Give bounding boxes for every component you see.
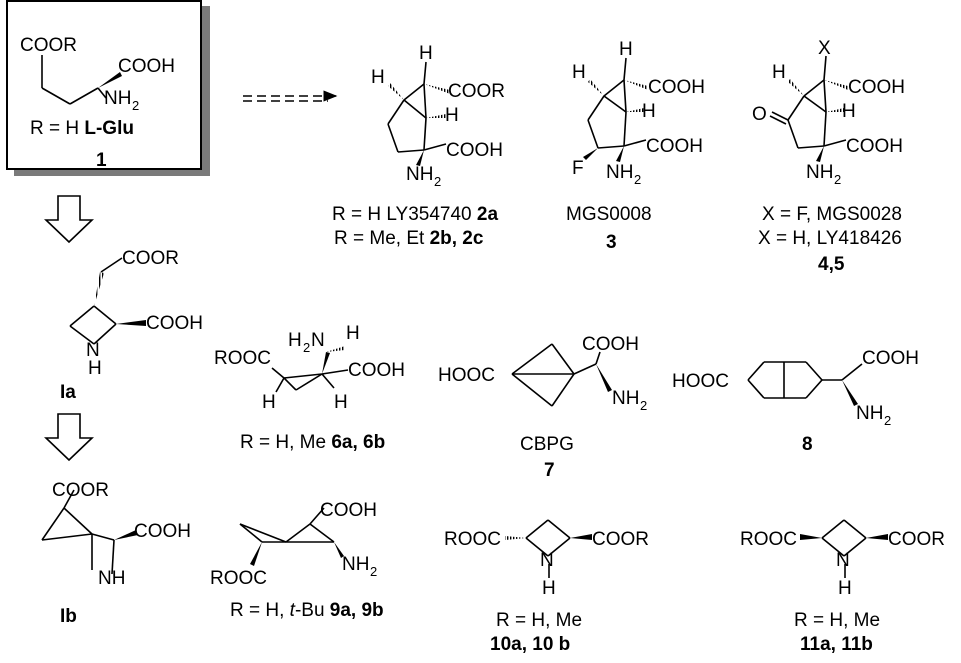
- compound-3-label: H: [572, 62, 586, 83]
- compound-10-label: H: [542, 578, 556, 599]
- compound-11-label: N: [836, 550, 850, 571]
- compound-8-number: 8: [802, 434, 813, 455]
- compound-10-label: N: [540, 550, 554, 571]
- compound-2-label: H: [371, 67, 385, 88]
- compound-9-label: COOH: [320, 500, 377, 521]
- compound-2-subscript: 2: [434, 174, 441, 189]
- compound-7-number: 7: [544, 460, 555, 481]
- compound-11-caption-1: R = H, Me: [794, 610, 881, 631]
- compound-1-subscript: 2: [132, 98, 139, 113]
- compound-10-label: ROOC: [444, 529, 501, 550]
- compound-10-caption-1: R = H, Me: [496, 610, 583, 631]
- compound-11-number: 11a, 11b: [800, 634, 873, 655]
- compound-3-label: COOH: [646, 136, 703, 157]
- compound-Ia-number: Ia: [60, 382, 76, 403]
- compound-2-label: COOR: [448, 81, 505, 102]
- compound-6-caption: R = H, Me 6a, 6b: [240, 432, 386, 453]
- compound-11-label: ROOC: [740, 529, 797, 550]
- dashed-arrow: [243, 90, 338, 102]
- compound-3-label: F: [572, 158, 584, 179]
- compound-8-structure: [747, 361, 863, 406]
- compound-7-label: COOH: [582, 334, 639, 355]
- compound-45-label: COOH: [848, 77, 905, 98]
- compound-3-name: MGS0008: [566, 204, 652, 225]
- compound-11-label: COOR: [888, 529, 945, 550]
- compound-3-label: H: [619, 39, 633, 60]
- compound-2-caption-1: R = H LY354740 2a: [332, 204, 499, 225]
- compound-9-caption: R = H, t-Bu 9a, 9b: [230, 600, 384, 621]
- compound-1-structure: [41, 55, 122, 105]
- compound-Ia-structure: [69, 257, 146, 345]
- compound-6-subscript: 2: [303, 340, 310, 355]
- compound-45-structure: [769, 55, 848, 162]
- compound-Ia-label: N: [86, 340, 100, 361]
- compound-11-label: H: [838, 578, 852, 599]
- compound-1-label: COOR: [20, 35, 77, 56]
- compound-3-structure: [583, 57, 648, 162]
- compound-6-label: H: [334, 392, 348, 413]
- compound-3-subscript: 2: [634, 172, 641, 187]
- compound-1-label: NH: [104, 88, 131, 109]
- compound-8-subscript: 2: [884, 413, 891, 428]
- compound-2-label: H: [445, 105, 459, 126]
- compound-Ib-label: NH: [98, 568, 125, 589]
- compound-7-structure: [511, 343, 612, 407]
- compound-1-caption: R = H L-Glu: [30, 118, 134, 139]
- compound-45-label: NH: [806, 162, 833, 183]
- compound-2-structure: [387, 61, 450, 166]
- compound-45-number: 4,5: [818, 254, 845, 275]
- compound-Ib-structure: [41, 489, 138, 575]
- compound-2-label: NH: [406, 164, 433, 185]
- retro-arrow-1: [44, 195, 94, 244]
- compound-10-label: COOR: [592, 529, 649, 550]
- compound-7-name: CBPG: [520, 434, 574, 455]
- compound-1-label: COOH: [118, 56, 175, 77]
- compound-2-label: H: [419, 43, 433, 64]
- compound-6-label: N: [311, 330, 325, 351]
- compound-45-label: X: [818, 38, 831, 59]
- compound-Ia-label: COOR: [122, 248, 179, 269]
- compound-2-label: COOH: [446, 140, 503, 161]
- compound-10-structure: [505, 519, 592, 578]
- compound-Ia-label: H: [88, 358, 102, 379]
- compound-45-label: O: [752, 104, 767, 125]
- compound-6-label: H: [346, 323, 360, 344]
- compound-8-label: HOOC: [672, 371, 729, 392]
- compound-11-structure: [800, 519, 888, 578]
- compound-7-label: HOOC: [438, 365, 495, 386]
- compound-45-caption-1: X = F, MGS0028: [762, 204, 902, 225]
- compound-45-label: H: [842, 101, 856, 122]
- compound-3-label: COOH: [648, 77, 705, 98]
- compound-6-label: H: [288, 330, 302, 351]
- compound-Ib-number: Ib: [60, 606, 77, 627]
- compound-9-structure: [239, 507, 344, 566]
- compound-3-label: H: [642, 101, 656, 122]
- compound-45-label: COOH: [846, 136, 903, 157]
- compound-45-label: H: [772, 62, 786, 83]
- compound-7-subscript: 2: [640, 398, 647, 413]
- compound-6-structure: [271, 346, 349, 393]
- compound-6-label: COOH: [348, 360, 405, 381]
- compound-Ib-label: COOR: [52, 480, 109, 501]
- compound-9-subscript: 2: [370, 564, 377, 579]
- compound-45-caption-2: X = H, LY418426: [758, 228, 902, 249]
- compound-Ia-label: COOH: [146, 313, 203, 334]
- compound-10-number: 10a, 10 b: [490, 634, 571, 655]
- compound-6-label: H: [262, 392, 276, 413]
- compound-8-label: COOH: [862, 348, 919, 369]
- compound-8-label: NH: [856, 403, 883, 424]
- compound-45-subscript: 2: [834, 172, 841, 187]
- compound-9-label: ROOC: [210, 568, 267, 589]
- compound-9-label: NH: [342, 554, 369, 575]
- compound-6-label: ROOC: [214, 348, 271, 369]
- retro-arrow-2: [44, 413, 94, 462]
- compound-2-caption-2: R = Me, Et 2b, 2c: [334, 228, 484, 249]
- compound-3-number: 3: [606, 232, 617, 253]
- compound-Ib-label: COOH: [134, 521, 191, 542]
- compound-3-label: NH: [606, 162, 633, 183]
- compound-7-label: NH: [612, 388, 639, 409]
- compound-1-number: 1: [96, 150, 107, 171]
